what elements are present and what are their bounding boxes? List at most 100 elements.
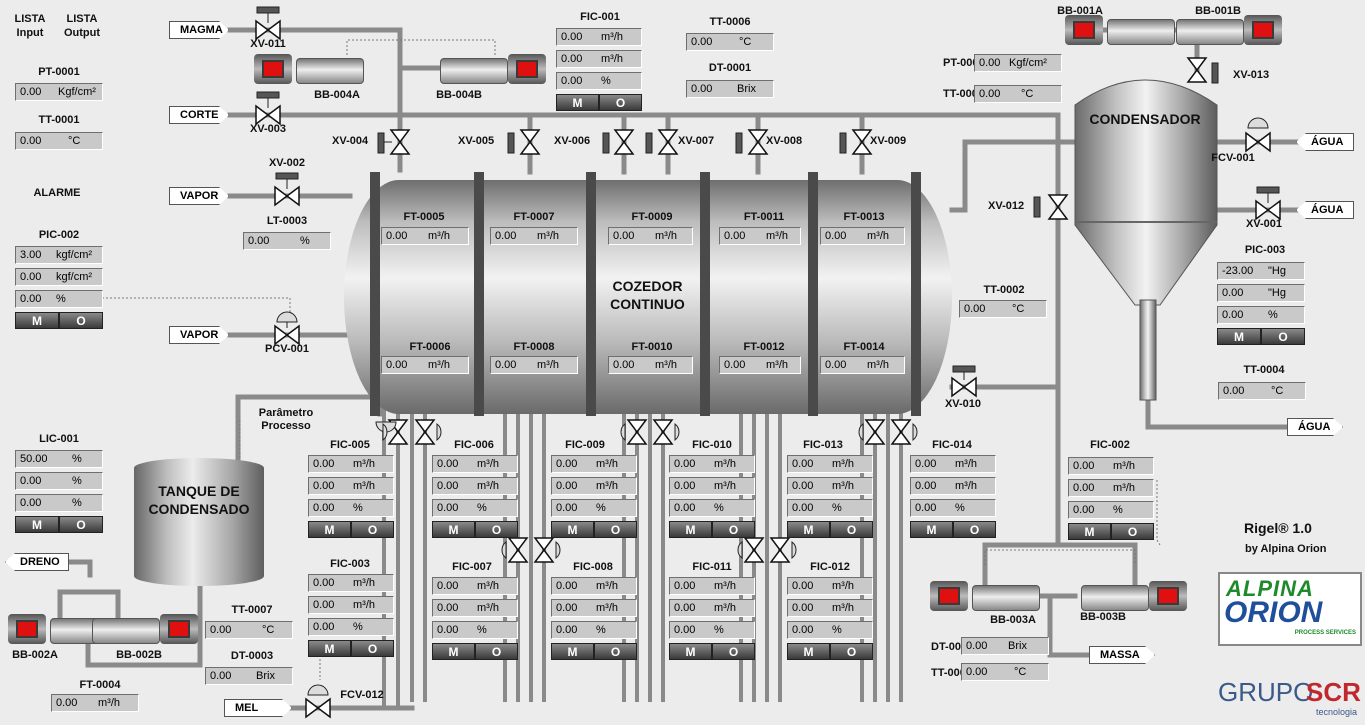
- fic001-manual-button[interactable]: M: [556, 94, 599, 111]
- tag-ft0004: FT-0004: [79, 679, 121, 691]
- value: 0.00: [674, 458, 696, 470]
- tag-lic001: LIC-001: [39, 433, 79, 445]
- fic007-manual-button[interactable]: M: [432, 643, 475, 660]
- tag-ft0005: FT-0005: [403, 211, 445, 223]
- magma-source: MAGMA: [169, 21, 229, 39]
- value: 0.00: [561, 31, 583, 43]
- pic002-manual-button[interactable]: M: [15, 312, 59, 329]
- pump-bb004a-label: BB-004A: [314, 89, 360, 101]
- value: 0.00: [724, 359, 746, 371]
- fic001-auto-button[interactable]: O: [599, 94, 642, 111]
- fic013-value-2: 0.00%: [787, 499, 873, 517]
- fic013-auto-button[interactable]: O: [830, 521, 873, 538]
- value: 0.00: [979, 57, 1001, 69]
- fic010-manual-button[interactable]: M: [669, 521, 712, 538]
- fic002-manual-button[interactable]: M: [1068, 523, 1111, 540]
- unit: m³/h: [867, 359, 889, 371]
- fic006-manual-button[interactable]: M: [432, 521, 475, 538]
- fic012-auto-button[interactable]: O: [830, 643, 873, 660]
- fic005-manual-button[interactable]: M: [308, 521, 351, 538]
- value: 0.00: [20, 497, 42, 509]
- pic003-auto-button[interactable]: O: [1261, 328, 1305, 345]
- fic008-manual-button[interactable]: M: [551, 643, 594, 660]
- fic012-manual-button[interactable]: M: [787, 643, 830, 660]
- value: 0.00: [825, 359, 847, 371]
- unit: %: [353, 502, 363, 514]
- pump-bb003b-label: BB-003B: [1080, 611, 1126, 623]
- pic002-value-2: 0.00%: [15, 290, 103, 308]
- value: 0.00: [313, 621, 335, 633]
- pump-body: [1107, 19, 1175, 45]
- fic010-auto-button[interactable]: O: [712, 521, 755, 538]
- pump-bb002b[interactable]: [86, 614, 198, 644]
- lic001-manual-button[interactable]: M: [15, 516, 59, 533]
- pic003-manual-button[interactable]: M: [1217, 328, 1261, 345]
- pic002-auto-button[interactable]: O: [59, 312, 103, 329]
- fic002-auto-button[interactable]: O: [1111, 523, 1154, 540]
- tt0007-value-0: 0.00°C: [205, 621, 293, 639]
- value: 0.00: [964, 303, 986, 315]
- condensador-title: CONDENSADOR: [1089, 111, 1201, 127]
- motor-status-icon: [1157, 587, 1179, 605]
- valve-pcv001-label: PCV-001: [264, 343, 310, 355]
- tag-fic008: FIC-008: [573, 561, 613, 573]
- pump-bb003a[interactable]: [930, 581, 1042, 611]
- tanque-condensado: [134, 458, 264, 586]
- fic010-value-0: 0.00 m³/h: [669, 455, 755, 473]
- fic011-auto-button[interactable]: O: [712, 643, 755, 660]
- unit: m³/h: [353, 599, 375, 611]
- unit: m³/h: [867, 230, 889, 242]
- lic001-auto-button[interactable]: O: [59, 516, 103, 533]
- value: 0.00: [556, 480, 578, 492]
- tt0002-value-0: 0.00°C: [959, 300, 1047, 318]
- fic005-auto-button[interactable]: O: [351, 521, 394, 538]
- value: 0.00: [210, 670, 232, 682]
- fic008-auto-button[interactable]: O: [594, 643, 637, 660]
- fic006-auto-button[interactable]: O: [475, 521, 518, 538]
- pump-bb004b[interactable]: [434, 54, 546, 84]
- unit: %: [601, 75, 611, 87]
- lic001-value-0: 50.00%: [15, 450, 103, 468]
- value: 0.00: [437, 458, 459, 470]
- dreno-outlet: DRENO: [5, 553, 69, 571]
- value: 0.00: [495, 359, 517, 371]
- fic014-manual-button[interactable]: M: [910, 521, 953, 538]
- fic013-manual-button[interactable]: M: [787, 521, 830, 538]
- value: 0.00: [20, 86, 42, 98]
- fic009-manual-button[interactable]: M: [551, 521, 594, 538]
- value: 0.00: [556, 602, 578, 614]
- tag-fic013: FIC-013: [803, 439, 843, 451]
- fic014-auto-button[interactable]: O: [953, 521, 996, 538]
- fic011-manual-button[interactable]: M: [669, 643, 712, 660]
- fic003-manual-button[interactable]: M: [308, 640, 351, 657]
- unit: m³/h: [596, 580, 618, 592]
- unit: kgf/cm²: [56, 249, 93, 261]
- fic009-auto-button[interactable]: O: [594, 521, 637, 538]
- pump-bb004a[interactable]: [254, 54, 366, 84]
- value: 0.00: [792, 502, 814, 514]
- unit: m³/h: [714, 580, 736, 592]
- motor-status-icon: [168, 620, 190, 638]
- pic003-value-0: -23.00"Hg: [1217, 262, 1305, 280]
- valve-xv003-label: XV-003: [249, 123, 287, 135]
- pump-bb001b[interactable]: [1170, 15, 1282, 45]
- unit: m³/h: [714, 458, 736, 470]
- tag-ft0007: FT-0007: [513, 211, 555, 223]
- fic003-auto-button[interactable]: O: [351, 640, 394, 657]
- unit: Brix: [1008, 640, 1027, 652]
- pump-bb001a[interactable]: [1065, 15, 1177, 45]
- tag-tt0003: TT-0003: [943, 88, 984, 100]
- fic007-auto-button[interactable]: O: [475, 643, 518, 660]
- tag-fic014: FIC-014: [932, 439, 972, 451]
- unit: %: [477, 624, 487, 636]
- unit: m³/h: [477, 458, 499, 470]
- pump-bb003b[interactable]: [1075, 581, 1187, 611]
